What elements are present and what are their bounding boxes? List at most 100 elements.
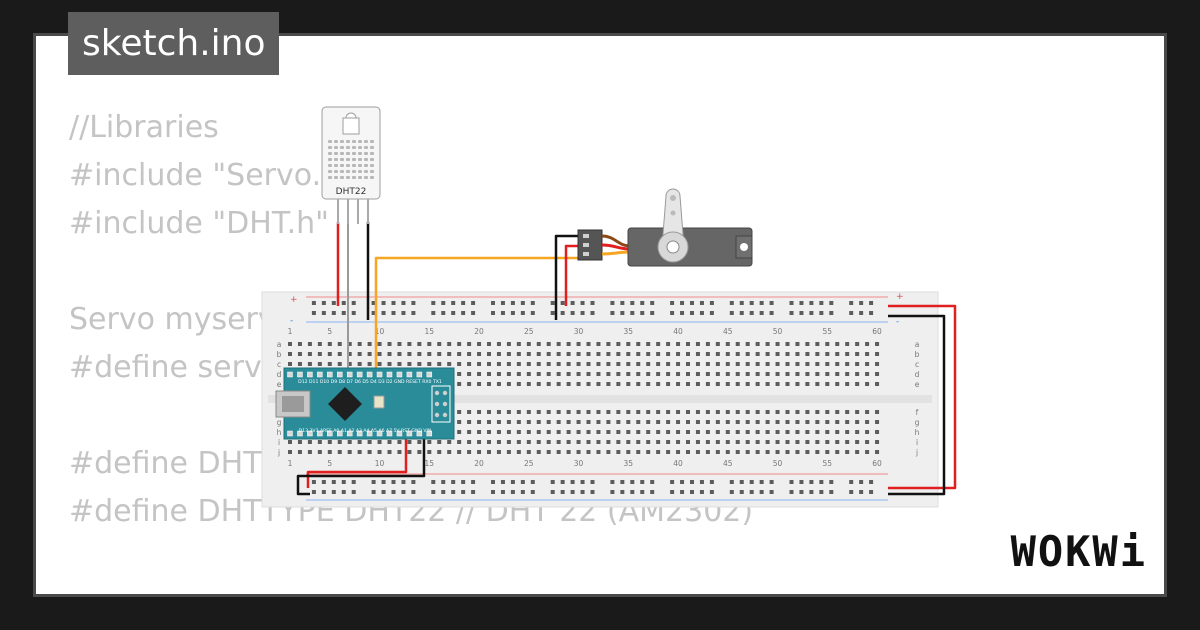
dht22-label: DHT22	[336, 187, 367, 197]
code-line: #include "DHT.h"	[69, 206, 329, 241]
breadboard-hole	[387, 362, 392, 366]
file-name-tab[interactable]: sketch.ino	[68, 12, 280, 75]
breadboard-hole	[845, 382, 850, 386]
breadboard-hole	[695, 420, 700, 424]
breadboard-hole	[317, 440, 322, 444]
breadboard-hole	[725, 382, 730, 386]
breadboard-hole	[845, 362, 850, 366]
breadboard-hole	[576, 420, 581, 424]
breadboard-hole	[536, 450, 541, 454]
breadboard-hole	[506, 410, 511, 414]
breadboard-hole	[477, 372, 482, 376]
row-label: f	[916, 408, 919, 417]
rail-hole	[670, 311, 675, 315]
rail-hole	[530, 480, 535, 484]
dht22-vent-grid	[328, 140, 374, 179]
rail-hole	[739, 311, 744, 315]
breadboard-hole	[755, 440, 760, 444]
arduino-pin	[307, 371, 313, 378]
breadboard-hole	[775, 372, 780, 376]
breadboard-hole	[566, 382, 571, 386]
breadboard-hole	[307, 362, 312, 366]
breadboard-hole	[755, 382, 760, 386]
breadboard-hole	[626, 430, 631, 434]
breadboard-hole	[576, 382, 581, 386]
breadboard-hole	[357, 342, 362, 346]
rail-hole	[630, 311, 635, 315]
rail-hole	[859, 311, 864, 315]
rail-minus-tl: -	[290, 316, 293, 326]
rail-hole	[690, 301, 694, 305]
breadboard-hole	[636, 410, 641, 414]
column-label: 1	[288, 459, 293, 468]
breadboard-hole	[815, 372, 820, 376]
breadboard-hole	[526, 342, 531, 346]
breadboard-hole	[566, 372, 571, 376]
dht22-vent	[334, 140, 338, 143]
servo-cable-red	[601, 243, 631, 251]
breadboard-hole	[785, 420, 790, 424]
breadboard-hole	[686, 450, 690, 454]
breadboard-hole	[676, 342, 681, 346]
arduino-pin	[307, 430, 313, 437]
breadboard-hole	[875, 382, 880, 386]
rail-hole	[699, 311, 704, 315]
rail-hole	[570, 490, 575, 494]
breadboard-hole	[506, 352, 511, 356]
arduino-pin-row	[287, 371, 433, 437]
breadboard-hole	[805, 352, 810, 356]
breadboard-hole	[487, 420, 491, 424]
breadboard-hole	[835, 440, 840, 444]
breadboard-hole	[785, 362, 790, 366]
row-label: a	[915, 340, 920, 349]
arduino-pin	[386, 371, 393, 378]
breadboard-hole	[496, 382, 501, 386]
arduino-pin	[376, 371, 383, 378]
breadboard-hole	[666, 420, 671, 424]
rail-hole	[381, 311, 386, 315]
breadboard-hole	[586, 342, 591, 346]
breadboard-hole	[855, 382, 860, 386]
breadboard-hole	[317, 342, 322, 346]
breadboard-hole	[765, 382, 770, 386]
breadboard-hole	[467, 342, 472, 346]
breadboard-hole	[357, 440, 362, 444]
rail-hole	[640, 301, 645, 305]
breadboard-hole	[656, 372, 661, 376]
rail-hole	[311, 311, 316, 315]
rail-hole	[620, 480, 625, 484]
reset-button[interactable]	[373, 395, 385, 409]
arduino-pin	[337, 430, 343, 437]
dht22-vent	[352, 170, 356, 173]
breadboard-hole	[785, 342, 790, 346]
breadboard-hole	[477, 342, 482, 346]
breadboard-hole	[616, 440, 621, 444]
breadboard-hole	[526, 362, 531, 366]
arduino-pin	[366, 430, 373, 437]
dht22-vent	[334, 176, 338, 179]
breadboard-hole	[656, 352, 661, 356]
breadboard-hole	[755, 420, 760, 424]
breadboard-hole	[566, 420, 571, 424]
column-label: 1	[288, 327, 293, 336]
rail-hole	[570, 301, 575, 305]
rail-hole	[351, 490, 356, 494]
breadboard-hole	[775, 420, 780, 424]
breadboard-hole	[427, 342, 432, 346]
breadboard-hole	[546, 430, 551, 434]
breadboard-hole	[725, 372, 730, 376]
dht22-vent	[334, 164, 338, 167]
column-label: 15	[425, 459, 435, 468]
rail-hole	[371, 301, 376, 305]
breadboard-hole	[636, 450, 641, 454]
breadboard-hole	[835, 410, 840, 414]
breadboard-hole	[686, 430, 690, 434]
rail-hole	[491, 490, 495, 494]
breadboard-hole	[795, 352, 800, 356]
breadboard-hole	[337, 352, 342, 356]
breadboard-hole	[715, 362, 720, 366]
rail-hole	[311, 490, 316, 494]
rail-hole	[869, 480, 874, 484]
breadboard-hole	[666, 450, 671, 454]
breadboard-hole	[636, 352, 641, 356]
